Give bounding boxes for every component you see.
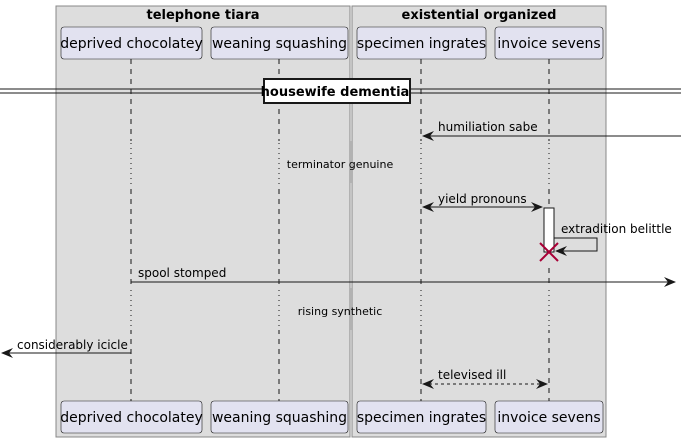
message-spool-stomped: spool stomped	[131, 266, 676, 287]
participant-invoice-sevens-bottom[interactable]: invoice sevens	[494, 400, 604, 434]
message-label: humiliation sabe	[438, 120, 538, 134]
message-label: considerably icicle	[17, 338, 128, 352]
group-box-telephone-tiara: telephone tiara	[55, 5, 351, 438]
message-televised-ill: televised ill	[422, 368, 548, 389]
activation-bar-invoice-sevens	[543, 207, 555, 253]
participant-label: invoice sevens	[497, 36, 600, 52]
message-label: extradition belittle	[561, 222, 672, 236]
message-label: yield pronouns	[438, 192, 527, 206]
delay-gap-2: rising synthetic	[55, 288, 607, 330]
participant-label: specimen ingrates	[357, 410, 486, 426]
message-extradition-belittle: extradition belittle	[554, 222, 672, 256]
message-label: spool stomped	[138, 266, 226, 280]
participant-label: deprived chocolatey	[60, 410, 203, 426]
participant-label: deprived chocolatey	[60, 36, 203, 52]
delay-gap-1: terminator genuine	[55, 141, 607, 183]
section-divider: housewife dementia	[0, 78, 681, 104]
destroy-icon	[539, 242, 559, 262]
group-title-telephone-tiara: telephone tiara	[146, 8, 259, 23]
participant-label: weaning squashing	[212, 36, 347, 52]
delay-label-terminator-genuine: terminator genuine	[287, 158, 394, 171]
participant-deprived-chocolatey-bottom[interactable]: deprived chocolatey	[60, 400, 203, 434]
participant-label: specimen ingrates	[357, 36, 486, 52]
participant-weaning-squashing-top[interactable]: weaning squashing	[210, 26, 349, 60]
message-considerably-icicle: considerably icicle	[1, 338, 131, 358]
participant-weaning-squashing-bottom[interactable]: weaning squashing	[210, 400, 349, 434]
participant-label: weaning squashing	[212, 410, 347, 426]
divider-label: housewife dementia	[261, 85, 410, 100]
participant-label: invoice sevens	[497, 410, 600, 426]
group-title-existential-organized: existential organized	[402, 8, 557, 23]
participant-deprived-chocolatey-top[interactable]: deprived chocolatey	[60, 26, 203, 60]
delay-label-rising-synthetic: rising synthetic	[298, 305, 383, 318]
participant-specimen-ingrates-bottom[interactable]: specimen ingrates	[356, 400, 487, 434]
participant-invoice-sevens-top[interactable]: invoice sevens	[494, 26, 604, 60]
message-label: televised ill	[438, 368, 506, 382]
group-box-existential-organized: existential organized	[351, 5, 607, 438]
message-humiliation-sabe: humiliation sabe	[422, 120, 681, 141]
participant-specimen-ingrates-top[interactable]: specimen ingrates	[356, 26, 487, 60]
message-yield-pronouns: yield pronouns	[422, 192, 543, 212]
